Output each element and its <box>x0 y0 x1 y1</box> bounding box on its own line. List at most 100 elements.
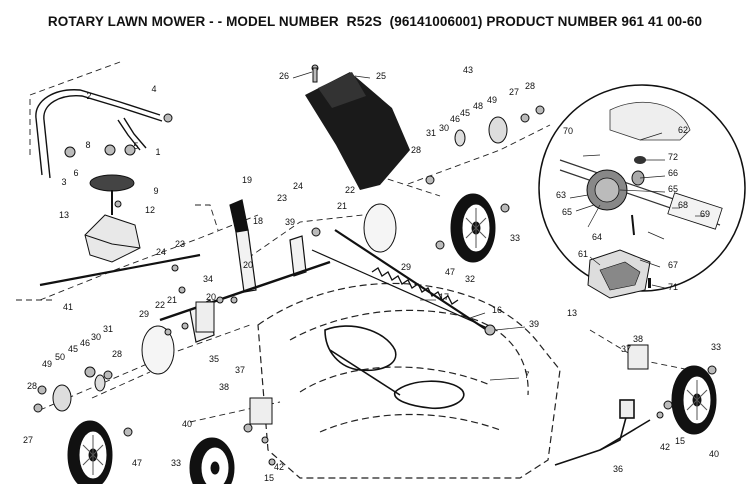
title-suffix: (96141006001) PRODUCT NUMBER 961 41 00-6… <box>389 14 703 29</box>
callout-30: 30 <box>91 332 101 342</box>
callout-5: 5 <box>133 141 138 151</box>
callout-12: 12 <box>145 205 155 215</box>
callout-31: 31 <box>103 324 113 334</box>
callout-7: 7 <box>524 370 529 380</box>
callout-23: 23 <box>175 239 185 249</box>
callout-41: 41 <box>63 302 73 312</box>
callout-27: 27 <box>509 87 519 97</box>
callout-13: 13 <box>567 308 577 318</box>
callout-28: 28 <box>112 349 122 359</box>
callout-47: 47 <box>445 267 455 277</box>
callout-67: 67 <box>668 260 678 270</box>
callout-16: 16 <box>492 305 502 315</box>
model-number: R52S <box>346 13 382 29</box>
callout-61: 61 <box>578 249 588 259</box>
callout-31: 31 <box>426 128 436 138</box>
callout-24: 24 <box>156 247 166 257</box>
callout-28: 28 <box>27 381 37 391</box>
callout-8: 8 <box>85 140 90 150</box>
callout-19: 19 <box>242 175 252 185</box>
wheel-gears <box>52 116 508 412</box>
callout-69: 69 <box>700 209 710 219</box>
callout-23: 23 <box>277 193 287 203</box>
callout-33: 33 <box>510 233 520 243</box>
callout-15: 15 <box>675 436 685 446</box>
callout-33: 33 <box>171 458 181 468</box>
callout-46: 46 <box>450 114 460 124</box>
callout-1: 1 <box>155 147 160 157</box>
callout-13: 13 <box>59 210 69 220</box>
diagram-title: ROTARY LAWN MOWER - - MODEL NUMBER R52S … <box>0 13 750 29</box>
callout-40: 40 <box>182 419 192 429</box>
callout-62: 62 <box>678 125 688 135</box>
front-axle <box>195 301 651 466</box>
callout-47: 47 <box>132 458 142 468</box>
callout-28: 28 <box>525 81 535 91</box>
callout-37: 37 <box>235 365 245 375</box>
callout-20: 20 <box>243 260 253 270</box>
callout-29: 29 <box>139 309 149 319</box>
callout-30: 30 <box>439 123 449 133</box>
callout-22: 22 <box>155 300 165 310</box>
callout-64: 64 <box>592 232 602 242</box>
callout-33: 33 <box>711 342 721 352</box>
callout-50: 50 <box>55 352 65 362</box>
callout-40: 40 <box>709 449 719 459</box>
callout-26: 26 <box>279 71 289 81</box>
callout-65: 65 <box>562 207 572 217</box>
grass-bag <box>305 72 410 190</box>
callout-3: 3 <box>61 177 66 187</box>
callout-25: 25 <box>376 71 386 81</box>
callout-49: 49 <box>487 95 497 105</box>
callout-35: 35 <box>209 354 219 364</box>
hubcaps <box>141 203 397 375</box>
callout-36: 36 <box>613 464 623 474</box>
drive-cable <box>324 325 465 410</box>
callout-29: 29 <box>401 262 411 272</box>
callout-9: 9 <box>153 186 158 196</box>
callout-18: 18 <box>253 216 263 226</box>
spring <box>371 267 459 305</box>
gearbox <box>39 174 201 287</box>
wheel-front-left <box>671 365 717 435</box>
callout-21: 21 <box>167 295 177 305</box>
gearbox-detail-inset <box>538 84 746 299</box>
callout-38: 38 <box>219 382 229 392</box>
callout-21: 21 <box>337 201 347 211</box>
leader-lines <box>292 71 705 381</box>
callout-17: 17 <box>439 292 449 302</box>
callout-71: 71 <box>668 282 678 292</box>
callout-46: 46 <box>80 338 90 348</box>
title-prefix: ROTARY LAWN MOWER - - MODEL NUMBER <box>47 14 339 29</box>
wheels <box>67 193 717 484</box>
wheel-rear-center <box>189 437 235 484</box>
callout-32: 32 <box>465 274 475 284</box>
callout-39: 39 <box>285 217 295 227</box>
callout-37: 37 <box>621 344 631 354</box>
callout-49: 49 <box>42 359 52 369</box>
callout-24: 24 <box>293 181 303 191</box>
callout-20: 20 <box>206 292 216 302</box>
mower-deck <box>257 282 561 479</box>
callout-43: 43 <box>463 65 473 75</box>
callout-39: 39 <box>529 319 539 329</box>
callout-45: 45 <box>460 108 470 118</box>
callout-2: 2 <box>86 91 91 101</box>
callout-15: 15 <box>264 473 274 483</box>
callout-48: 48 <box>473 101 483 111</box>
wheel-front-right <box>450 193 496 263</box>
callout-27: 27 <box>23 435 33 445</box>
callout-72: 72 <box>668 152 678 162</box>
callout-70: 70 <box>563 126 573 136</box>
wheel-rear-left <box>67 420 113 484</box>
callout-22: 22 <box>345 185 355 195</box>
callout-42: 42 <box>274 462 284 472</box>
callout-28: 28 <box>411 145 421 155</box>
callout-66: 66 <box>668 168 678 178</box>
handle-assembly <box>35 89 163 179</box>
callout-63: 63 <box>556 190 566 200</box>
callout-42: 42 <box>660 442 670 452</box>
